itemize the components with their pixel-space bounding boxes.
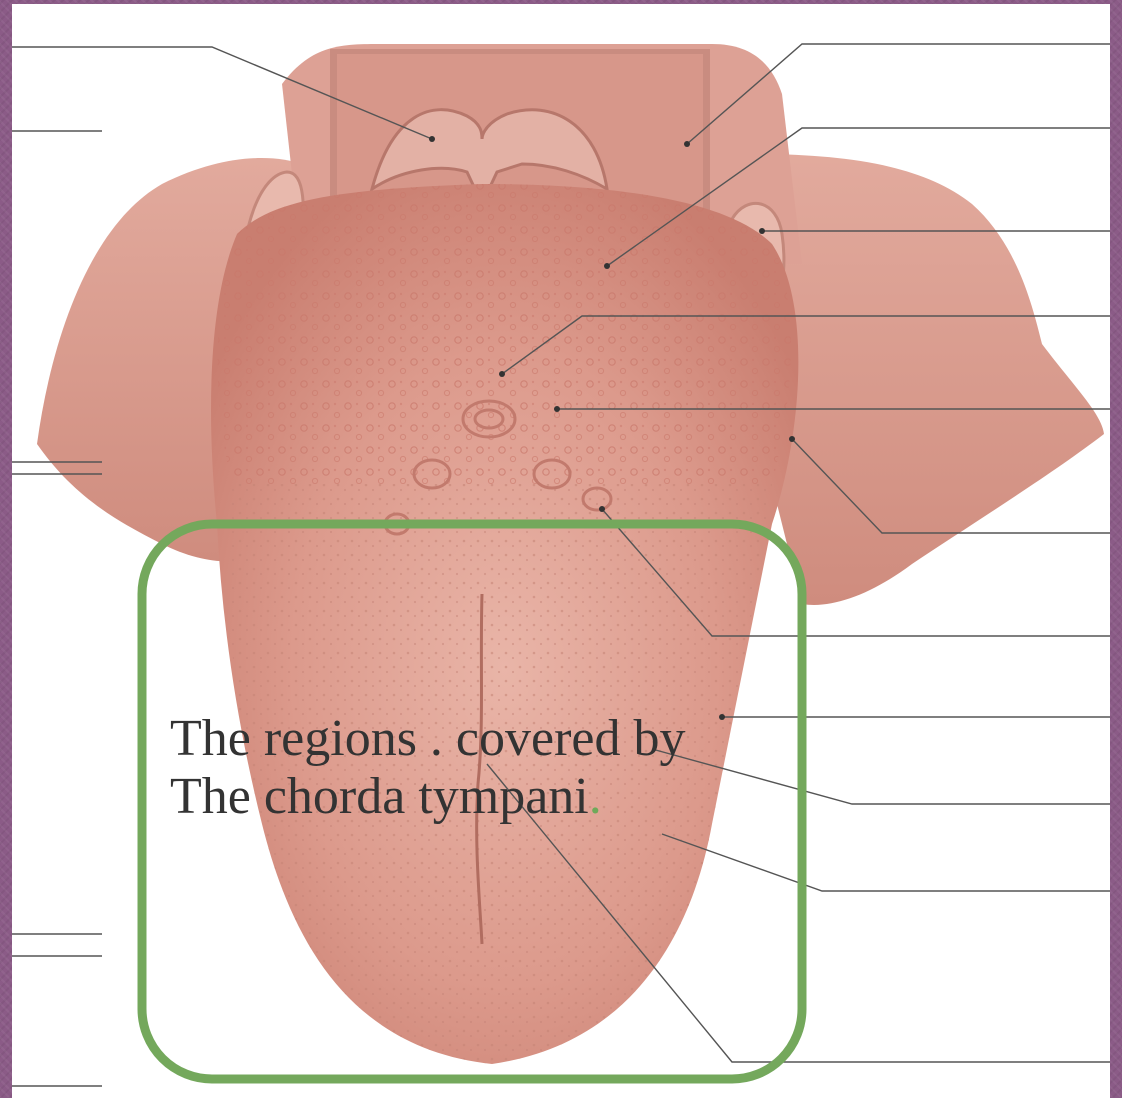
caption-line-1: The regions . covered by [170, 710, 685, 768]
right-wing [752, 154, 1104, 605]
tongue-illustration [12, 4, 1110, 1098]
caption-line-2-text: The chorda tympani [170, 768, 589, 825]
caption-trailing-mark: . [589, 768, 602, 825]
diagram-panel: The regions . covered by The chorda tymp… [12, 4, 1110, 1098]
caption-line-2: The chorda tympani. [170, 768, 685, 826]
highlight-caption: The regions . covered by The chorda tymp… [170, 710, 685, 826]
